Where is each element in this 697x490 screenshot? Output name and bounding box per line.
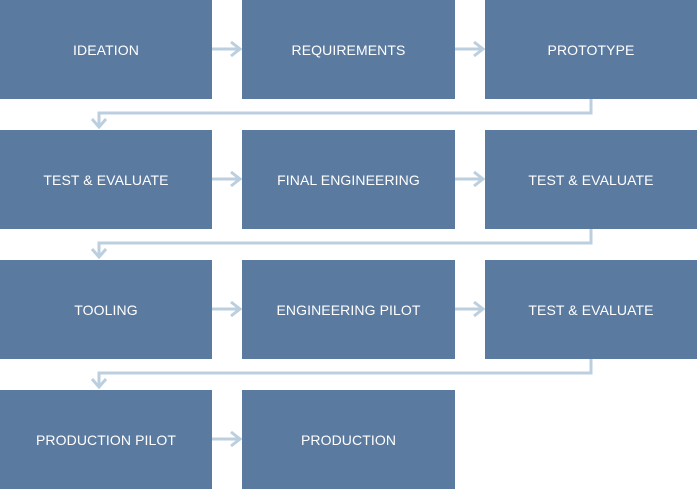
step-final-engineering: FINAL ENGINEERING (242, 130, 455, 229)
step-production-pilot: PRODUCTION PILOT (0, 390, 212, 489)
arrow-requirements-to-prototype (455, 40, 486, 58)
step-prototype: PROTOTYPE (485, 0, 697, 99)
step-requirements: REQUIREMENTS (242, 0, 455, 99)
step-ideation: IDEATION (0, 0, 212, 99)
step-label: TOOLING (74, 301, 138, 318)
step-test-evaluate-1: TEST & EVALUATE (0, 130, 212, 229)
step-production: PRODUCTION (242, 390, 455, 489)
arrow-ideation-to-requirements (212, 40, 243, 58)
arrow-engineering-pilot-to-test-evaluate-3 (455, 300, 486, 318)
arrow-tooling-to-engineering-pilot (212, 300, 243, 318)
arrow-production-pilot-to-production (212, 430, 243, 448)
arrow-prototype-to-test-evaluate-1 (90, 99, 593, 130)
arrow-test-evaluate-3-to-production-pilot (90, 359, 593, 390)
step-tooling: TOOLING (0, 260, 212, 359)
arrow-test-evaluate-1-to-final-engineering (212, 170, 243, 188)
step-label: PRODUCTION PILOT (35, 431, 177, 448)
step-label: TEST & EVALUATE (528, 171, 654, 188)
step-label: PROTOTYPE (547, 41, 635, 58)
step-label: PRODUCTION (300, 431, 397, 448)
arrow-final-engineering-to-test-evaluate-2 (455, 170, 486, 188)
step-test-evaluate-2: TEST & EVALUATE (485, 130, 697, 229)
step-label: TEST & EVALUATE (528, 301, 654, 318)
arrow-test-evaluate-2-to-tooling (90, 229, 593, 260)
step-label: FINAL ENGINEERING (277, 171, 420, 188)
step-label: REQUIREMENTS (291, 41, 406, 58)
step-label: TEST & EVALUATE (43, 171, 169, 188)
step-label: IDEATION (73, 41, 139, 58)
step-label: ENGINEERING PILOT (276, 301, 421, 318)
step-test-evaluate-3: TEST & EVALUATE (485, 260, 697, 359)
step-engineering-pilot: ENGINEERING PILOT (242, 260, 455, 359)
